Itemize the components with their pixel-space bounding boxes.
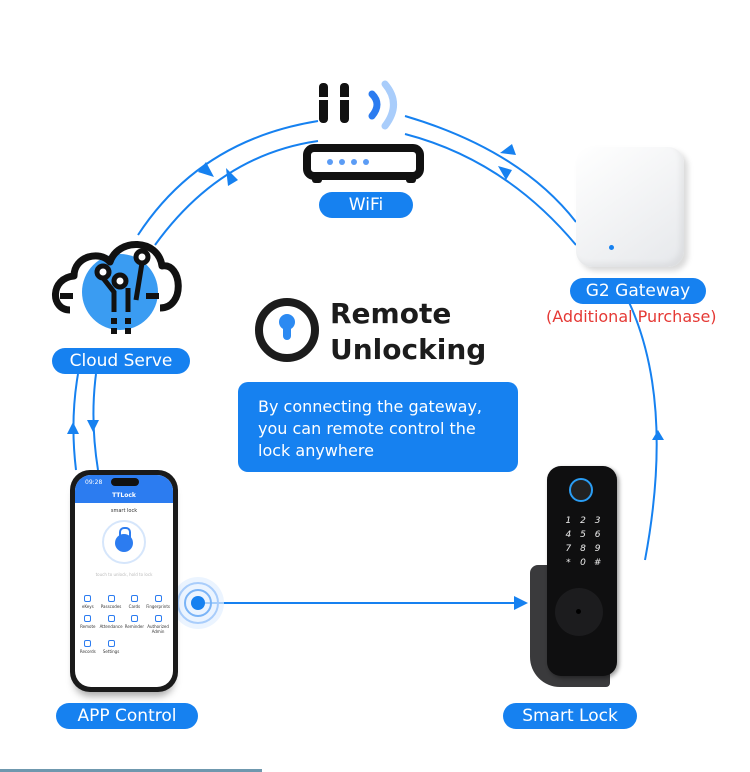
bottom-strip — [0, 769, 262, 772]
fingerprint-sensor — [569, 478, 593, 502]
gear-icon — [107, 640, 115, 647]
headline: Remote Unlocking — [330, 296, 486, 368]
key-1: 1 — [565, 516, 572, 526]
menu-item-cards[interactable]: Cards — [125, 595, 145, 609]
link-gateway-to-wifi — [404, 115, 577, 223]
additional-purchase-note: (Additional Purchase) — [546, 307, 717, 326]
arrowhead — [198, 162, 214, 177]
key-0: 0 — [580, 558, 586, 568]
keyhole-lock-icon — [255, 298, 319, 362]
key-4: 4 — [565, 530, 572, 540]
key-8: 8 — [580, 544, 586, 554]
card-icon — [130, 595, 138, 602]
lock-name: smart lock — [110, 508, 138, 514]
wifi-label: WiFi — [319, 192, 413, 218]
gateway-device — [576, 147, 684, 267]
signal-source-icon — [172, 577, 224, 629]
fingerprint-icon — [154, 595, 162, 602]
smartphone: 09:28 TTLock smart lock touch to unlock,… — [70, 470, 178, 692]
padlock-icon — [115, 534, 133, 552]
menu-item-ekeys[interactable]: eKeys — [78, 595, 98, 609]
cloud-circuit-icon — [52, 241, 182, 334]
smart-lock-device: 1 2 3 4 5 6 7 8 9 * 0 # — [547, 466, 617, 676]
description-line-1: By connecting the gateway, — [258, 397, 483, 416]
menu-item-passcodes[interactable]: Passcodes — [100, 595, 123, 609]
menu-item-remote[interactable]: Remote — [78, 615, 98, 634]
menu-item-reminder[interactable]: Reminder — [125, 615, 145, 634]
gateway-led — [609, 245, 614, 250]
cloud-serve-label: Cloud Serve — [52, 348, 190, 374]
key-icon — [84, 595, 92, 602]
menu-item-attendance[interactable]: Attendance — [100, 615, 123, 634]
arrowhead — [67, 422, 79, 434]
keypad: 1 2 3 4 5 6 7 8 9 * 0 # — [561, 516, 605, 568]
key-star: * — [566, 558, 571, 568]
records-icon — [84, 640, 92, 647]
arrowhead — [226, 168, 238, 186]
passcode-icon — [107, 595, 115, 602]
menu-item-authorized-admin[interactable]: Authorized Admin — [146, 615, 170, 634]
link-gateway-to-lock — [627, 299, 658, 561]
key-7: 7 — [565, 544, 572, 554]
bell-icon — [130, 615, 138, 622]
remote-icon — [84, 615, 92, 622]
description-line-2: you can remote control the — [258, 419, 476, 438]
app-title: TTLock — [112, 492, 136, 499]
headline-line-1: Remote — [330, 297, 452, 330]
link-app-to-cloud — [72, 373, 79, 471]
status-time: 09:28 — [85, 479, 103, 486]
menu-item-fingerprints[interactable]: Fingerprints — [146, 595, 170, 609]
link-cloud-to-wifi — [137, 120, 319, 236]
phone-screen: 09:28 TTLock smart lock touch to unlock,… — [75, 475, 173, 687]
arrowhead — [87, 420, 99, 432]
link-wifi-to-gateway — [404, 133, 577, 246]
unlock-hint: touch to unlock, hold to lock — [95, 572, 153, 577]
key-6: 6 — [594, 530, 601, 540]
headline-line-2: Unlocking — [330, 333, 487, 366]
card-reader — [555, 588, 603, 636]
key-2: 2 — [580, 516, 586, 526]
arrowhead — [498, 166, 512, 180]
description-line-3: lock anywhere — [258, 441, 374, 460]
link-wifi-to-cloud — [154, 140, 319, 246]
gateway-label: G2 Gateway — [570, 278, 706, 304]
app-menu-grid: eKeys Passcodes Cards Fingerprints Remot… — [75, 595, 173, 654]
key-hash: # — [593, 558, 602, 568]
admin-icon — [154, 615, 162, 622]
app-bar: 09:28 TTLock — [75, 475, 173, 503]
arrowhead — [514, 596, 528, 610]
key-9: 9 — [594, 544, 601, 554]
padlock-shackle-icon — [119, 527, 131, 538]
unlock-button[interactable] — [102, 520, 146, 564]
arrowhead — [500, 144, 516, 155]
description-box: By connecting the gateway, you can remot… — [238, 382, 518, 472]
key-5: 5 — [580, 530, 586, 540]
arrowhead — [652, 430, 664, 440]
menu-item-records[interactable]: Records — [78, 640, 98, 654]
router-icon — [303, 80, 424, 183]
attendance-icon — [107, 615, 115, 622]
dynamic-island — [111, 478, 139, 486]
app-control-label: APP Control — [56, 703, 198, 729]
menu-item-settings[interactable]: Settings — [100, 640, 123, 654]
key-3: 3 — [594, 516, 601, 526]
smart-lock-label: Smart Lock — [503, 703, 637, 729]
